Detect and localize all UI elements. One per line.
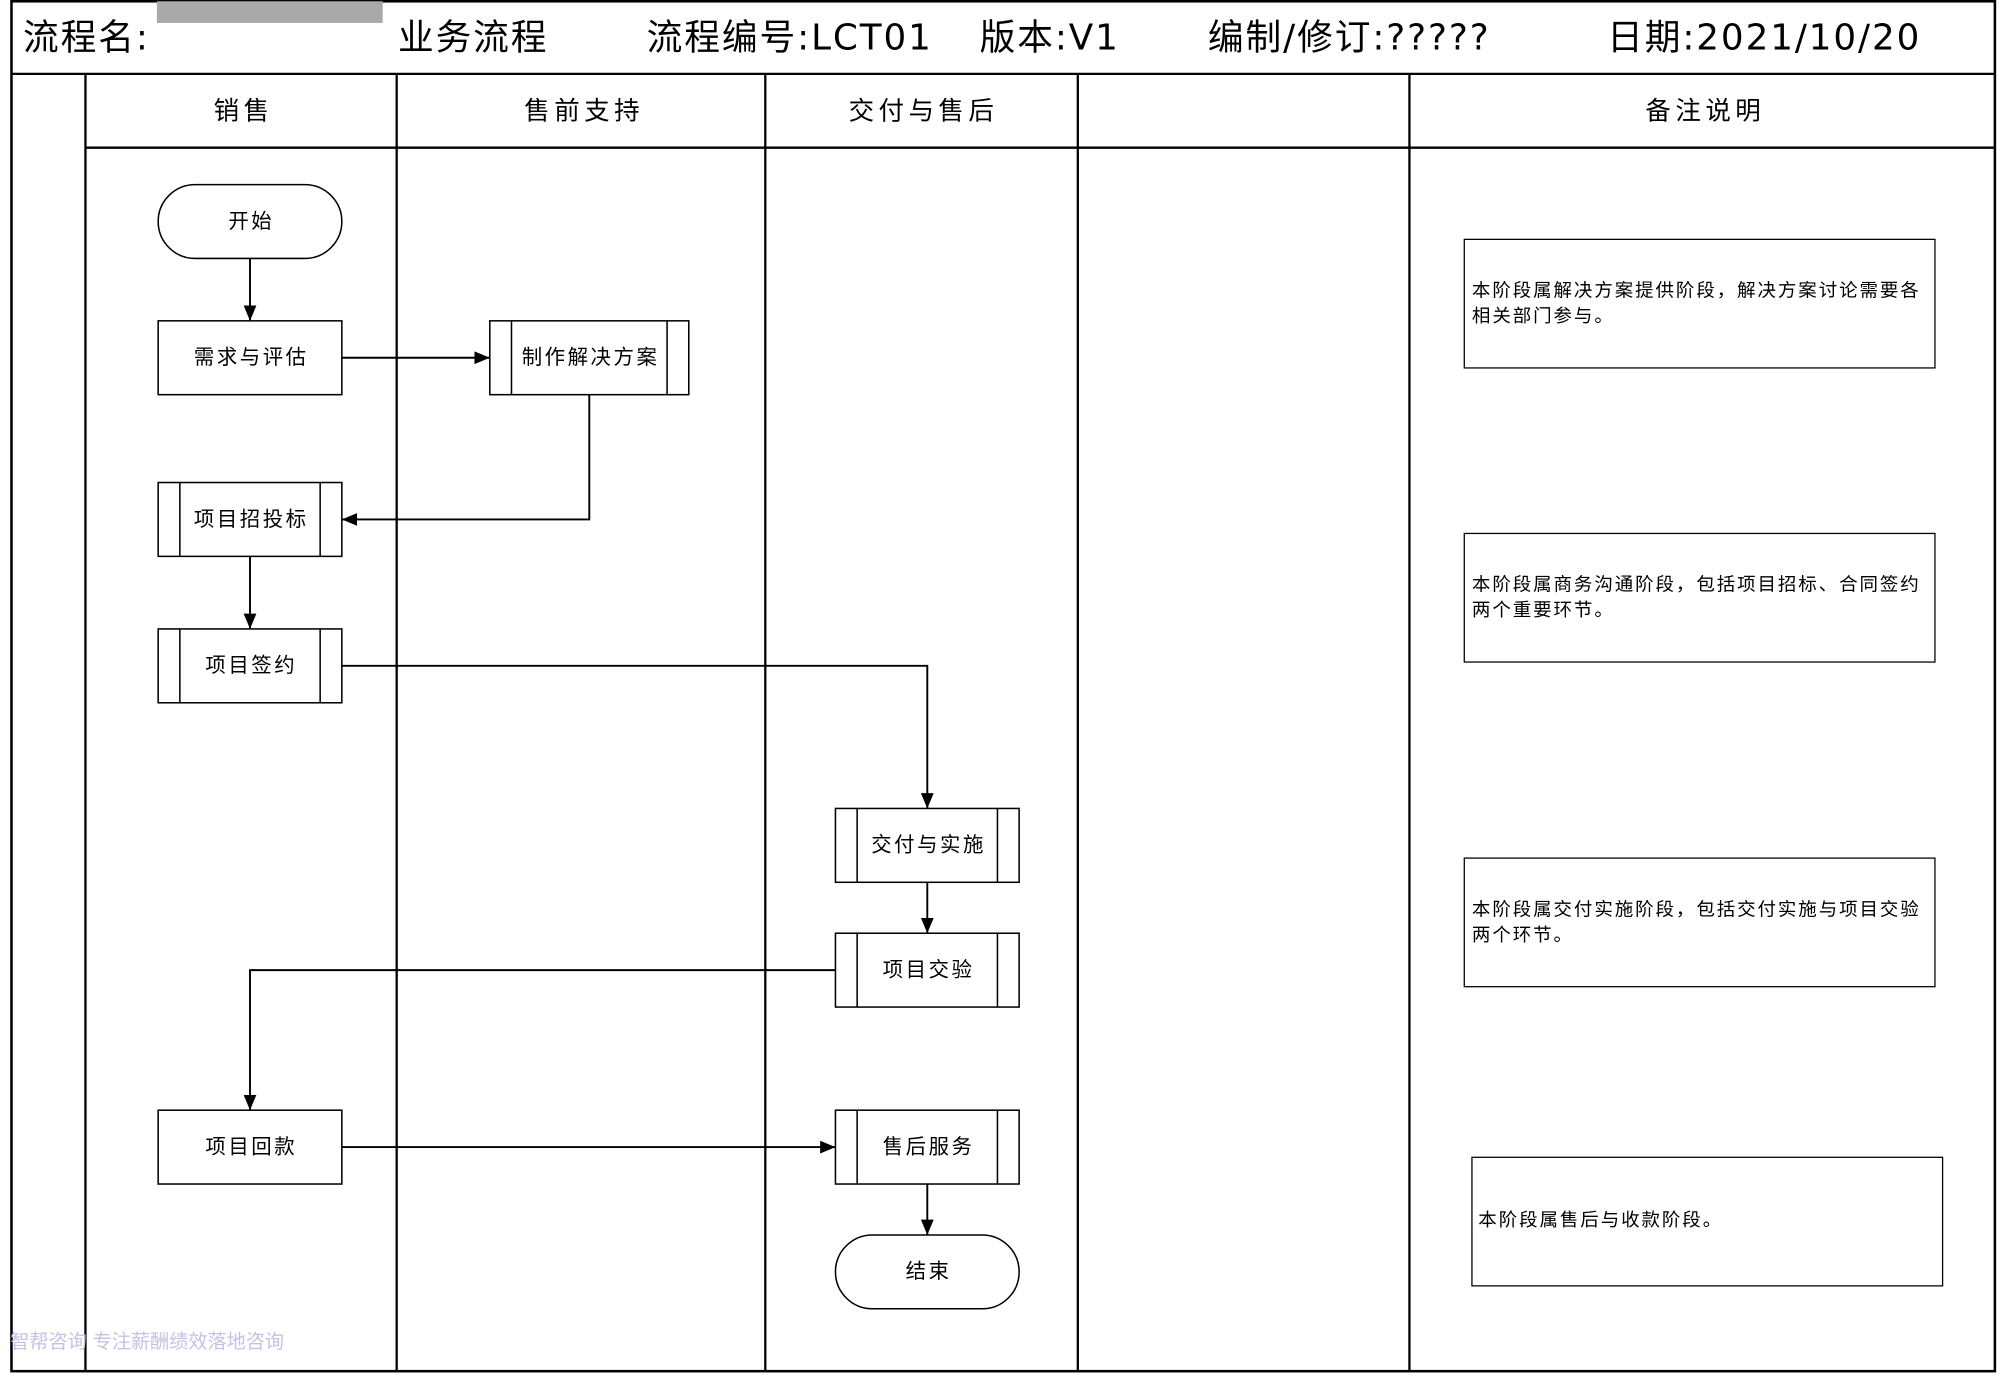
note-delivery-stage: 本阶段属交付实施阶段，包括交付实施与项目交验 两个环节。 [1463, 857, 1936, 988]
date: 日期:2021/10/20 [1607, 18, 1921, 59]
note-line: 相关部门参与。 [1472, 306, 1615, 327]
version: 版本:V1 [980, 18, 1120, 59]
node-start: 开始 [157, 183, 343, 260]
node-solution-label: 制作解决方案 [522, 345, 660, 369]
predefined-process-shape [834, 1109, 1020, 1185]
note-solution-stage: 本阶段属解决方案提供阶段，解决方案讨论需要各 相关部门参与。 [1463, 238, 1936, 369]
process-shape [157, 320, 343, 396]
node-after-sales-label: 售后服务 [883, 1134, 975, 1158]
node-signing-label: 项目签约 [205, 653, 297, 677]
note-box [1463, 532, 1936, 663]
lane-header-remarks: 备注说明 [1645, 97, 1765, 127]
node-payment-label: 项目回款 [205, 1134, 297, 1158]
lane-header-presales: 售前支持 [524, 97, 644, 127]
node-requirement: 需求与评估 [157, 320, 343, 396]
note-line: 本阶段属解决方案提供阶段，解决方案讨论需要各 [1472, 281, 1921, 302]
node-start-label: 开始 [228, 209, 274, 233]
node-end-label: 结束 [906, 1259, 952, 1283]
connector-acceptance-to-payment [243, 969, 836, 1111]
predefined-process-shape [489, 320, 690, 396]
predefined-process-shape [157, 481, 343, 558]
redaction-bar [156, 1, 383, 23]
connector-solution-to-bidding [341, 394, 591, 526]
terminal-shape [157, 183, 343, 260]
note-box [1471, 1156, 1944, 1287]
note-box [1463, 857, 1936, 988]
node-acceptance-label: 项目交验 [883, 958, 975, 982]
connector-signing-to-implementation [341, 664, 934, 809]
node-requirement-label: 需求与评估 [194, 345, 309, 369]
node-signing: 项目签约 [157, 628, 343, 704]
node-acceptance: 项目交验 [834, 932, 1020, 1008]
lane-headers: 销售 售前支持 交付与售后 备注说明 [214, 97, 1765, 127]
node-implementation: 交付与实施 [834, 807, 1020, 884]
note-line: 两个重要环节。 [1472, 600, 1615, 621]
note-after-sales-stage: 本阶段属售后与收款阶段。 [1471, 1156, 1944, 1287]
node-implementation-label: 交付与实施 [871, 833, 986, 857]
editor: 编制/修订:????? [1208, 18, 1491, 59]
process-name-label: 流程名: [23, 18, 150, 59]
process-name-tail: 业务流程 [398, 18, 548, 59]
predefined-process-shape [834, 932, 1020, 1008]
terminal-shape [834, 1234, 1020, 1310]
note-business-stage: 本阶段属商务沟通阶段，包括项目招标、合同签约 两个重要环节。 [1463, 532, 1936, 663]
title-bar: 流程名: 业务流程 流程编号:LCT01 版本:V1 编制/修订:????? 日… [23, 1, 1921, 59]
predefined-process-shape [157, 628, 343, 704]
lane-header-delivery: 交付与售后 [849, 97, 999, 127]
watermark-text: 智帮咨询 专注薪酬绩效落地咨询 [10, 1330, 284, 1353]
node-bidding: 项目招投标 [157, 481, 343, 558]
node-end: 结束 [834, 1234, 1020, 1310]
node-bidding-label: 项目招投标 [194, 507, 309, 531]
note-line: 两个环节。 [1472, 925, 1574, 946]
note-box [1463, 238, 1936, 369]
node-after-sales: 售后服务 [834, 1109, 1020, 1185]
process-code: 流程编号:LCT01 [647, 18, 933, 59]
outer-frame [10, 0, 1997, 1373]
lane-header-sales: 销售 [214, 97, 274, 127]
note-line: 本阶段属交付实施阶段，包括交付实施与项目交验 [1472, 899, 1921, 920]
note-line: 本阶段属商务沟通阶段，包括项目招标、合同签约 [1472, 575, 1921, 596]
predefined-process-shape [834, 807, 1020, 884]
note-line: 本阶段属售后与收款阶段。 [1478, 1210, 1723, 1231]
connectors [243, 258, 934, 1235]
node-solution: 制作解决方案 [489, 320, 690, 396]
process-shape [157, 1109, 343, 1185]
node-payment: 项目回款 [157, 1109, 343, 1185]
